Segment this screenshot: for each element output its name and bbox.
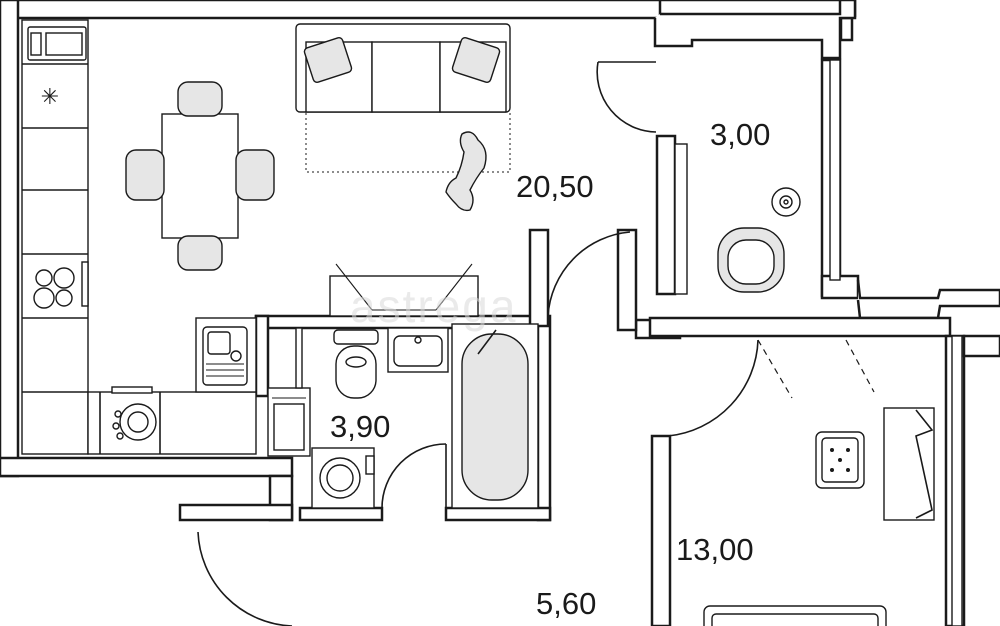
- area-bedroom: 13,00: [676, 532, 754, 567]
- entrance-door-arc: [197, 531, 293, 626]
- bedroom-furniture: [667, 335, 963, 626]
- dining-table: [125, 81, 275, 271]
- door-arc: [547, 231, 631, 317]
- stove-icon: [33, 261, 89, 309]
- area-bathroom: 3,90: [330, 409, 390, 444]
- kitchen-sink-icon: [195, 317, 257, 393]
- balcony-furniture: [596, 59, 841, 295]
- area-kitchen-living: 20,50: [516, 169, 594, 204]
- area-balcony: 3,00: [710, 117, 770, 152]
- kitchen-counter: [21, 19, 89, 455]
- area-hallway: 5,60: [536, 586, 596, 621]
- rug: [305, 111, 511, 173]
- sofa: [295, 23, 511, 113]
- tv-unit: [329, 263, 479, 317]
- bathroom-fixtures: [267, 323, 539, 509]
- lower-counter: [87, 386, 257, 455]
- svg-text:✳: ✳: [41, 85, 59, 110]
- dog-icon: [445, 131, 487, 212]
- freezer-icon: ✳: [41, 85, 59, 110]
- watermark: astrega: [350, 280, 517, 332]
